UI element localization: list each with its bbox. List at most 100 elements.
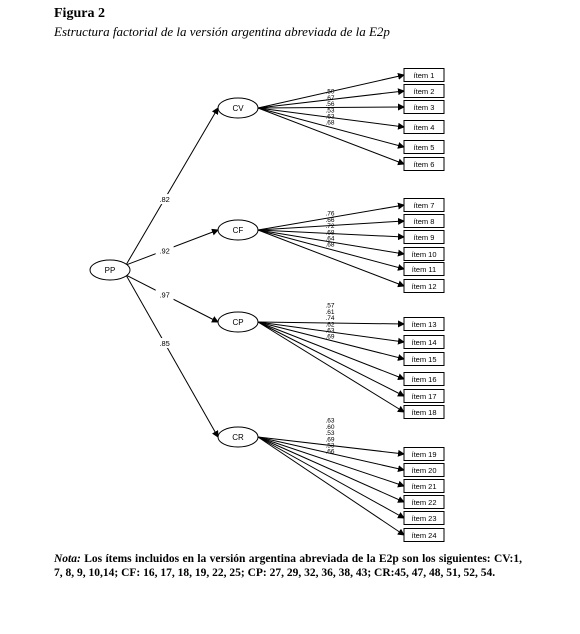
item-box: ítem 18 — [403, 405, 445, 419]
root-label: PP — [105, 266, 116, 275]
item-label: ítem 2 — [414, 87, 435, 96]
item-box: ítem 7 — [403, 198, 445, 212]
item-rect — [403, 389, 445, 403]
item-loading: .53 — [325, 443, 334, 450]
item-label: ítem 3 — [414, 103, 435, 112]
item-box: ítem 16 — [403, 372, 445, 386]
node-factor-cr: CR — [217, 426, 259, 448]
item-rect — [403, 528, 445, 542]
arrow-item — [257, 229, 405, 257]
loading-labels: .82.50.67.56.53.63.68.92.76.66.72.68.64.… — [155, 89, 335, 456]
item-box: ítem 9 — [403, 230, 445, 244]
node-root: PP — [89, 259, 131, 281]
item-rect — [403, 120, 445, 134]
factor-ellipse — [217, 426, 259, 448]
item-rect — [403, 157, 445, 171]
item-label: ítem 21 — [411, 482, 436, 491]
arrow-item — [257, 107, 405, 166]
item-box: ítem 3 — [403, 100, 445, 114]
loading-cr: .85 — [159, 339, 169, 348]
item-label: ítem 12 — [411, 282, 436, 291]
arrow-item — [257, 436, 405, 457]
arrow-item — [257, 321, 405, 397]
item-box: ítem 6 — [403, 157, 445, 171]
factor-label: CR — [232, 433, 244, 442]
item-rect — [403, 68, 445, 82]
arrow-item — [257, 321, 405, 361]
arrow-item — [257, 436, 405, 488]
item-label: ítem 4 — [414, 123, 435, 132]
item-rect — [403, 198, 445, 212]
item-box: ítem 5 — [403, 140, 445, 154]
arrow-item — [257, 321, 405, 381]
item-rect — [403, 84, 445, 98]
item-label: ítem 23 — [411, 514, 436, 523]
item-rect — [403, 247, 445, 261]
item-rect — [403, 511, 445, 525]
item-loading: .61 — [325, 309, 334, 316]
item-box: ítem 17 — [403, 389, 445, 403]
item-box: ítem 2 — [403, 84, 445, 98]
item-label: ítem 11 — [412, 265, 436, 274]
item-loading: .74 — [325, 315, 334, 322]
item-loading: .69 — [325, 436, 334, 443]
item-loading: .64 — [325, 236, 334, 243]
item-box: ítem 1 — [403, 68, 445, 82]
arrow-pp-cv — [125, 107, 219, 266]
item-rect — [403, 495, 445, 509]
item-rect — [403, 214, 445, 228]
item-label: ítem 1 — [414, 71, 435, 80]
node-factor-cp: CP — [217, 311, 259, 333]
item-label: ítem 16 — [411, 375, 436, 384]
arrow-item — [257, 217, 405, 231]
item-loading: .50 — [325, 89, 334, 96]
loading-cp: .97 — [159, 291, 169, 300]
item-label: ítem 17 — [411, 392, 436, 401]
arrow-item — [257, 229, 405, 288]
item-box: ítem 4 — [403, 120, 445, 134]
diagram-nodes: PP CV ítem 1 ítem 2 ítem 3 ítem 4 ítem 5 ítem 6… — [89, 68, 445, 542]
arrow-item — [257, 88, 405, 109]
item-rect — [403, 372, 445, 386]
factor-label: CV — [232, 104, 244, 113]
arrow-item — [257, 321, 405, 413]
item-rect — [403, 100, 445, 114]
arrow-pp-cr — [125, 274, 219, 438]
item-loading: .63 — [325, 114, 334, 121]
figure-label: Figura 2 — [54, 6, 105, 21]
item-box: ítem 12 — [403, 279, 445, 293]
item-label: ítem 5 — [414, 143, 435, 152]
item-loading: .68 — [325, 229, 334, 236]
factor-label: CF — [233, 226, 244, 235]
loading-cv: .82 — [159, 195, 169, 204]
item-label: ítem 13 — [411, 320, 436, 329]
item-label: ítem 6 — [414, 160, 435, 169]
item-box: ítem 21 — [403, 479, 445, 493]
note-text: Los ítems incluidos en la versión argent… — [54, 553, 522, 579]
item-box: ítem 11 — [403, 262, 445, 276]
node-factor-cv: CV — [217, 97, 259, 119]
arrow-item — [257, 202, 405, 231]
arrow-item — [257, 436, 405, 536]
path-arrows — [125, 72, 405, 536]
arrow-item — [257, 107, 405, 130]
item-rect — [403, 230, 445, 244]
item-box: ítem 15 — [403, 352, 445, 366]
factor-ellipse — [217, 97, 259, 119]
item-loading: .56 — [325, 101, 334, 108]
item-label: ítem 14 — [411, 338, 436, 347]
factor-label: CP — [232, 318, 243, 327]
item-loading: .57 — [325, 303, 334, 310]
arrow-item — [257, 229, 405, 271]
item-loading: .53 — [325, 107, 334, 114]
item-loading: .63 — [325, 328, 334, 335]
item-box: ítem 24 — [403, 528, 445, 542]
item-rect — [403, 335, 445, 349]
item-box: ítem 13 — [403, 317, 445, 331]
item-rect — [403, 479, 445, 493]
item-loading: .66 — [325, 217, 334, 224]
item-loading: .76 — [325, 211, 334, 218]
loading-bg — [155, 194, 174, 205]
arrow-item — [257, 436, 405, 519]
